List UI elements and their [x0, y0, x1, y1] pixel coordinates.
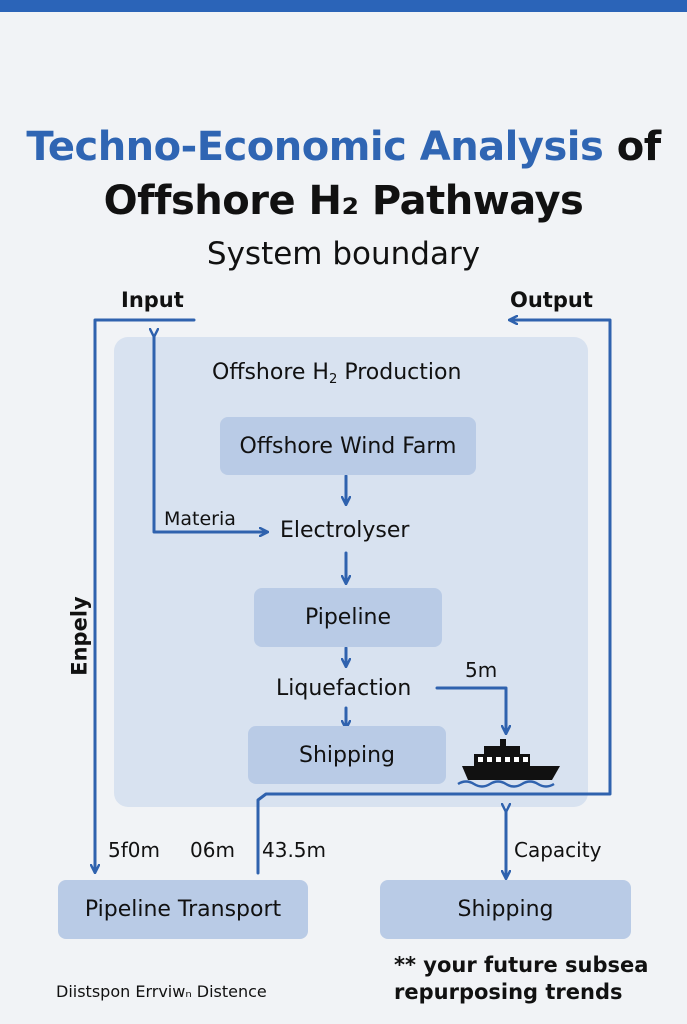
title-rest: of: [603, 124, 661, 170]
node-liquefaction: Liquefaction: [276, 676, 412, 701]
note-line-2: repurposing trends: [394, 980, 623, 1004]
page-title-line-2: Offshore H₂ Pathways: [103, 178, 584, 224]
output-arrow: [256, 320, 612, 875]
region-title-suffix: Production: [337, 360, 462, 385]
footer-text: Diistspon Errviwₙ Distence: [56, 982, 267, 1001]
subtitle: System boundary: [206, 236, 481, 272]
arrow-liquefaction-ship: [435, 686, 506, 733]
materia-arrow: [154, 336, 267, 532]
output-label: Output: [510, 288, 593, 312]
region-title: Offshore H2 Production: [212, 360, 462, 387]
distance-label-a: 5f0m: [108, 838, 160, 862]
note-line-1: ** your future subsea: [394, 953, 649, 977]
output-pipeline-transport: Pipeline Transport: [58, 880, 308, 939]
title-accent: Techno-Economic Analysis: [26, 124, 604, 170]
input-left-arrow: [95, 318, 196, 872]
region-title-subscript: 2: [328, 371, 338, 387]
side-label: Enpely: [67, 596, 92, 676]
node-shipping: Shipping: [248, 726, 446, 784]
materia-label: Materia: [164, 508, 236, 530]
capacity-label: Capacity: [514, 838, 602, 862]
ship-icon: [457, 739, 560, 788]
distance-label-c: 43.5m: [262, 838, 327, 862]
output-shipping: Shipping: [380, 880, 631, 939]
page-title-line-1: Techno-Economic Analysis of: [0, 124, 687, 170]
distance-5m-label: 5m: [465, 658, 498, 682]
top-accent-bar: [0, 0, 687, 12]
node-offshore-wind-farm: Offshore Wind Farm: [220, 417, 476, 475]
region-title-prefix: Offshore H: [212, 360, 329, 385]
input-label: Input: [121, 288, 184, 312]
node-pipeline: Pipeline: [254, 588, 442, 647]
distance-label-b: 06m: [190, 838, 235, 862]
node-electrolyser: Electrolyser: [280, 518, 410, 543]
